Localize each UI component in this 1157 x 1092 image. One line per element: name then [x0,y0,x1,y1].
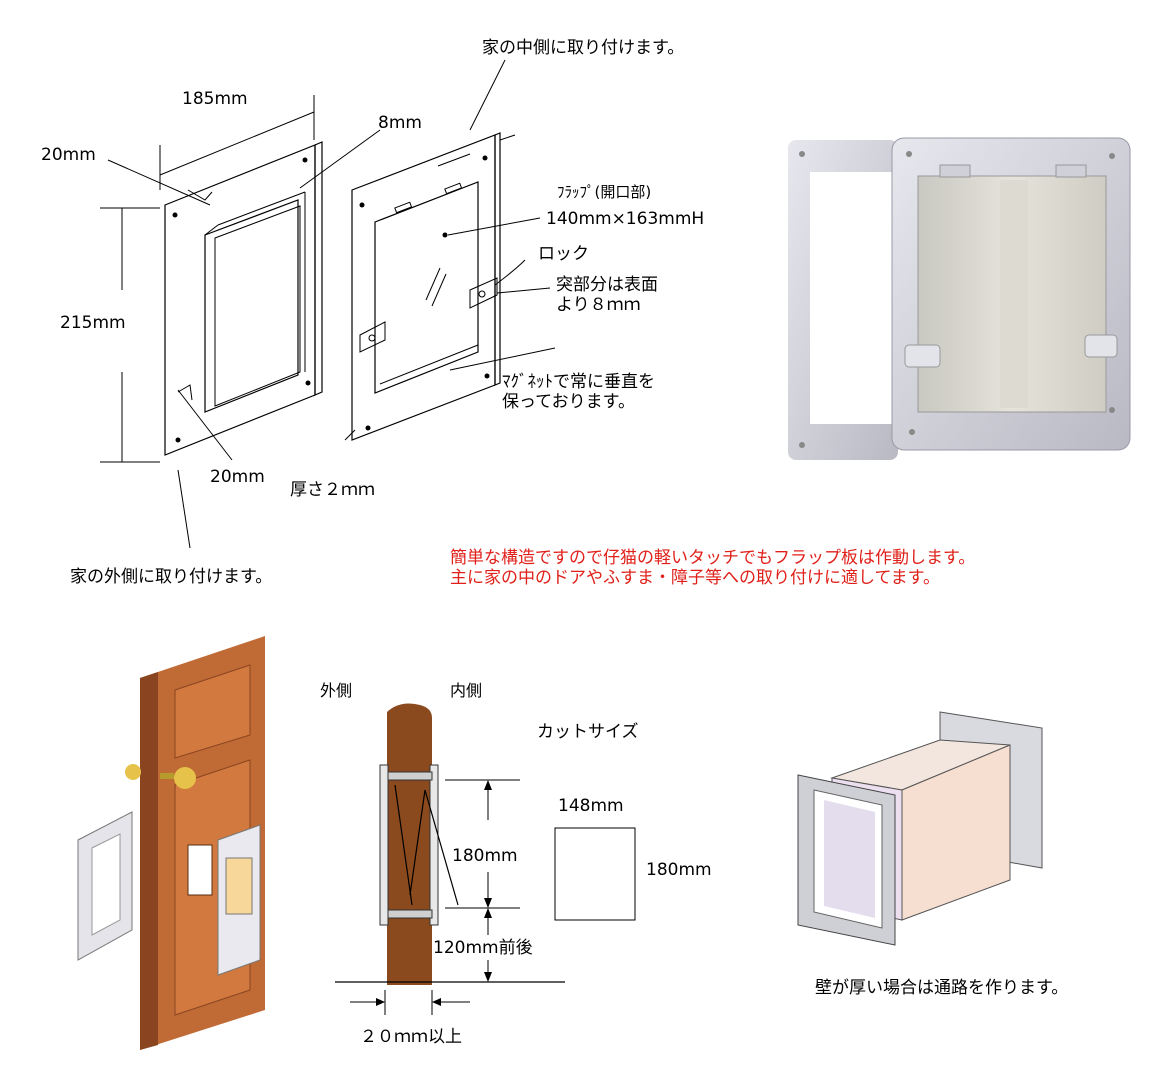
edge-gap-label: ２０ｍｍ以上 [360,1027,462,1047]
magnet-line2: 保っております。 [502,392,635,412]
note-line2: 主に家の中のドアやふすま・障子等への取り付けに適してます。 [450,568,940,588]
dim-frame-label: 8mm [378,113,422,133]
thickness-label: 厚さ２ｍｍ [290,480,375,500]
opening-height-label: 180mm [452,846,518,866]
dim-width-label: 185mm [182,89,248,109]
cut-width-label: 148mm [558,796,624,816]
protrusion-line1: 突部分は表面 [556,275,658,295]
outside-label: 外側 [320,681,353,700]
floor-gap-label: 120mm前後 [433,938,533,958]
flap-title: ﾌﾗｯﾌﾟ(開口部) [557,183,652,201]
cut-size-label: カットサイズ [537,722,639,742]
dim-height-label: 215mm [60,313,126,333]
dim-depth-bottom-label: 20mm [210,467,265,487]
inside-mount-note: 家の中側に取り付けます。 [482,38,685,58]
inside-label: 内側 [450,681,483,700]
door-illustration [77,636,265,1050]
tunnel-illustration [797,711,1043,946]
tunnel-caption: 壁が厚い場合は通路を作ります。 [815,978,1069,998]
note-line1: 簡単な構造ですので仔猫の軽いタッチでもフラップ板は作動します。 [450,548,976,568]
cross-section-drawing [335,703,636,1015]
inner-flap-drawing [344,59,556,441]
product-photo [788,137,1131,460]
flap-size: 140mm×163mmH [546,209,705,229]
dim-depth-top-label: 20mm [41,145,96,165]
cut-height-label: 180mm [646,860,712,880]
outside-mount-note: 家の外側に取り付けます。 [70,567,273,587]
outer-frame-drawing [100,95,381,549]
magnet-line1: ﾏｸﾞﾈｯﾄで常に垂直を [502,372,655,392]
lock-label: ロック [538,244,589,264]
protrusion-line2: より８ｍｍ [556,295,641,315]
